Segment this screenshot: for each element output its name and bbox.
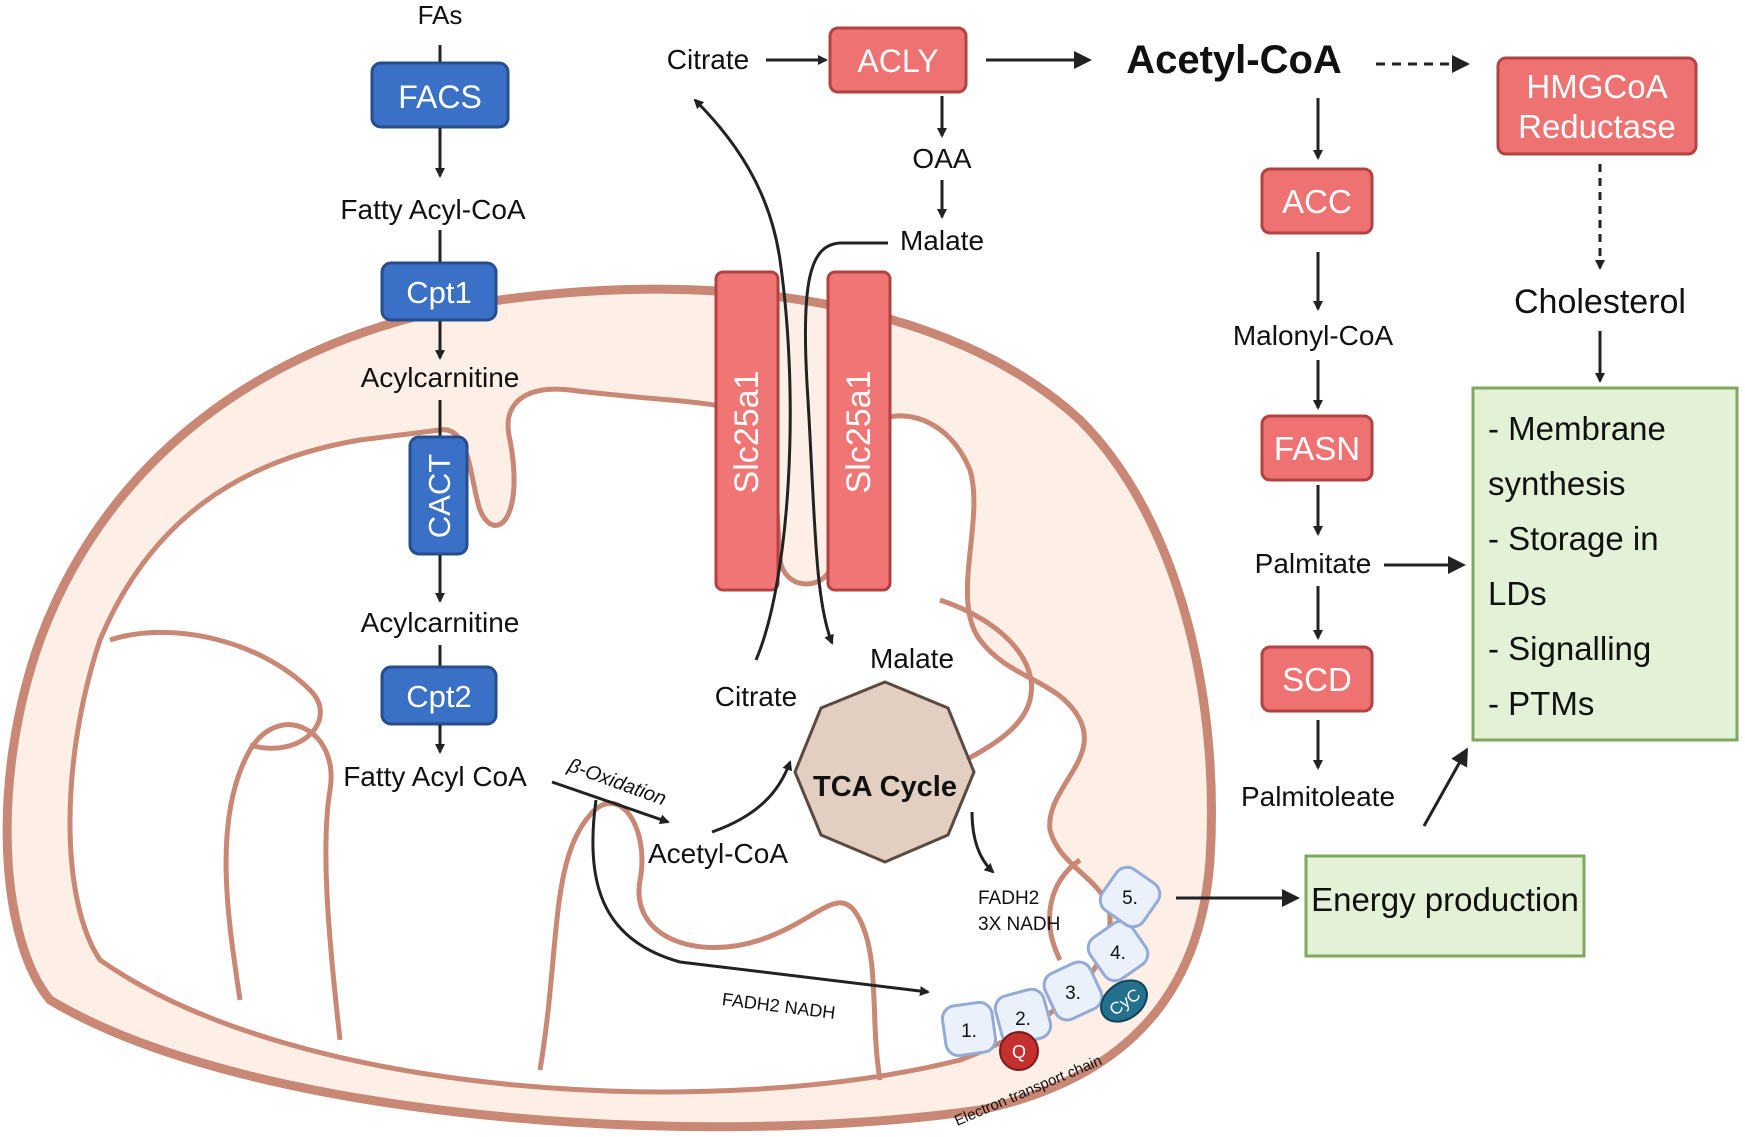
- arrow: [711, 760, 793, 834]
- slc25a1-label: Slc25a1: [840, 371, 878, 494]
- etc-complex-1-label: 1.: [961, 1021, 977, 1042]
- palmitoleate-label: Palmitoleate: [1241, 781, 1395, 812]
- fas-label: FAs: [418, 0, 463, 30]
- acc-enzyme-box: [1260, 167, 1374, 235]
- malate-import-arrow: [803, 241, 888, 645]
- etc-complex-1: [940, 1000, 998, 1058]
- crista: [223, 722, 343, 1041]
- cholesterol-label: Cholesterol: [1514, 283, 1686, 321]
- etc-complex-3: [1042, 960, 1104, 1022]
- tca-nadh-label: 3X NADH: [978, 914, 1060, 935]
- scd-label: SCD: [1282, 661, 1352, 698]
- malate-mito-label: Malate: [870, 643, 954, 674]
- cact-label: CACT: [422, 454, 457, 538]
- etc-complex-3-label: 3.: [1065, 983, 1081, 1004]
- etc-complex-5-label: 5.: [1122, 888, 1138, 909]
- cytochrome-c: [1100, 979, 1148, 1023]
- citrate-mito-label: Citrate: [715, 681, 797, 712]
- lipid-uses-line: synthesis: [1488, 465, 1626, 502]
- fatty-acyl-coa-label: Fatty Acyl CoA: [343, 761, 527, 792]
- lipid-uses-line: LDs: [1488, 575, 1547, 612]
- crista: [109, 629, 323, 751]
- acylcarnitine-label: Acylcarnitine: [361, 607, 520, 638]
- crista: [1047, 857, 1082, 962]
- hmgcoa-reductase-label: HMGCoA: [1526, 68, 1667, 105]
- arrow: [970, 811, 995, 874]
- acc-label: ACC: [1282, 183, 1352, 220]
- lipid-uses-box: [1471, 386, 1739, 742]
- oaa-label: OAA: [912, 143, 971, 174]
- lipid-uses-line: - Storage in: [1488, 520, 1659, 557]
- scd-enzyme-box: [1260, 645, 1374, 713]
- fasn-label: FASN: [1274, 430, 1360, 467]
- coenzyme-q-label: Q: [1012, 1042, 1026, 1062]
- acetyl-coa-mito-label: Acetyl-CoA: [648, 838, 788, 869]
- cpt2-enzyme-box: [380, 665, 498, 726]
- hmgcoa-reductase-label: Reductase: [1518, 108, 1676, 145]
- malate-cytosol-label: Malate: [900, 225, 984, 256]
- coenzyme-q-circle: [999, 1031, 1039, 1071]
- etc-complex-2-label: 2.: [1015, 1009, 1031, 1030]
- lipid-uses-line: - Signalling: [1488, 630, 1651, 667]
- tca-cycle-label: TCA Cycle: [813, 771, 957, 803]
- citrate-export-arrow: [693, 98, 792, 661]
- etc-complex-5: [1098, 865, 1162, 929]
- crista: [537, 800, 883, 1081]
- hmgcoa-reductase-enzyme-box: [1496, 56, 1698, 156]
- slc25a1-transporter: [826, 270, 892, 592]
- slc25a1-transporter: [714, 270, 780, 592]
- acly-enzyme-box: [828, 26, 968, 94]
- acetyl-coa-cytosol-label: Acetyl-CoA: [1126, 38, 1342, 82]
- etc-complex-4: [1086, 919, 1150, 983]
- cpt1-enzyme-box: [380, 261, 498, 322]
- fadh2-nadh-arrow: [591, 799, 930, 997]
- lipid-uses-line: - Membrane: [1488, 410, 1666, 447]
- etc-complex-4-label: 4.: [1110, 943, 1126, 964]
- facs-enzyme-box: [370, 61, 510, 129]
- energy-production-label: Energy production: [1311, 881, 1579, 918]
- malonyl-coa-label: Malonyl-CoA: [1233, 320, 1394, 351]
- slc25a1-label: Slc25a1: [728, 371, 766, 494]
- tca-fadh2-label: FADH2: [978, 888, 1039, 909]
- cpt2-label: Cpt2: [406, 679, 471, 714]
- tca-cycle-octagon: [793, 680, 976, 864]
- acylcarnitine-label: Acylcarnitine: [361, 362, 520, 393]
- citrate-cytosol-label: Citrate: [667, 44, 749, 75]
- fasn-enzyme-box: [1260, 414, 1374, 482]
- acly-label: ACLY: [857, 43, 938, 79]
- cpt1-label: Cpt1: [406, 275, 471, 310]
- cact-enzyme-box: [408, 435, 469, 556]
- facs-label: FACS: [398, 79, 482, 115]
- fatty-acyl-coa-label: Fatty Acyl-CoA: [340, 194, 525, 225]
- arrow: [1422, 747, 1468, 827]
- beta-oxidation-arrow: [551, 780, 670, 825]
- palmitate-label: Palmitate: [1255, 548, 1372, 579]
- energy-production-box: [1304, 854, 1586, 958]
- lipid-uses-line: - PTMs: [1488, 685, 1594, 722]
